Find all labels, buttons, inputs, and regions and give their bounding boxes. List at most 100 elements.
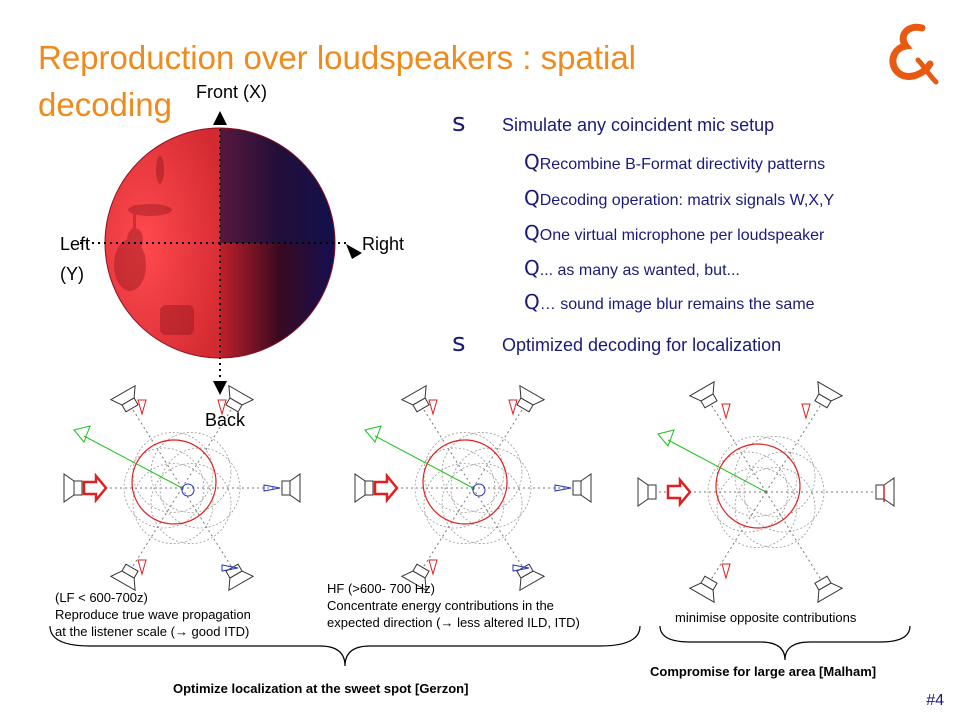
malham-note: minimise opposite contributions [675, 610, 857, 625]
directivity-lobe [123, 447, 205, 529]
energy-circle [131, 439, 217, 525]
loudspeaker-icon [688, 575, 718, 604]
signal-arrow [508, 399, 518, 416]
lf-note-line-3: at the listener scale (→ good ITD) [55, 624, 250, 639]
sub-bullet-virtual-mic: QOne virtual microphone per loudspeaker [524, 221, 824, 245]
malham-caption: Compromise for large area [Malham] [650, 664, 877, 679]
directivity-lobe [441, 432, 523, 513]
direction-vector [83, 435, 183, 489]
loudspeaker-icon [516, 384, 546, 413]
lf-decoder-diagram [63, 384, 301, 592]
speaker-spoke [765, 404, 822, 493]
vector-arrowhead [657, 429, 675, 447]
left-axis-sublabel: (Y) [60, 264, 84, 284]
directivity-lobe [150, 432, 232, 513]
signal-arrow [721, 563, 731, 580]
directivity-lobe [450, 447, 532, 529]
loudspeaker-icon [400, 563, 430, 592]
speaker-spoke [710, 491, 767, 580]
signal-arrow [137, 399, 147, 416]
loudspeaker-icon [572, 473, 592, 503]
directivity-lobe [159, 447, 241, 529]
opposite-signal-arrow [263, 484, 281, 492]
opposite-lobe [181, 483, 195, 497]
sub-bullet-recombine: QRecombine B-Format directivity patterns [524, 150, 825, 174]
hf-note-line-3: expected direction (→ less altered ILD, … [327, 615, 580, 630]
directivity-lobe [716, 436, 798, 517]
left-axis-label: Left [60, 234, 91, 254]
sub-bullet-text: ... as many as wanted, but... [539, 262, 740, 279]
directivity-lobe [414, 447, 496, 529]
energy-circle [422, 439, 508, 525]
bullet-text: Optimized decoding for localization [502, 335, 782, 355]
page-number: #4 [926, 692, 944, 709]
energy-circle [715, 443, 801, 529]
directivity-lobe [716, 467, 798, 548]
lf-note-line-2: Reproduce true wave propagation [55, 607, 251, 622]
loudspeaker-icon [814, 380, 844, 409]
opposite-signal-arrow [221, 564, 239, 572]
speaker-spoke [181, 487, 233, 568]
bullet-optimized: s Optimized decoding for localization [452, 328, 781, 358]
directivity-lobe [423, 463, 505, 544]
main-signal-arrow [82, 472, 108, 504]
bullet-simulate: s Simulate any coincident mic setup [452, 108, 774, 138]
loudspeaker-icon [688, 380, 718, 409]
bullet-text: Simulate any coincident mic setup [502, 115, 775, 135]
loudspeaker-icon [875, 477, 895, 507]
sub-bullet-as-many: Q... as many as wanted, but... [524, 256, 740, 280]
sub-bullet-text: Decoding operation: matrix signals W,X,Y [539, 192, 835, 209]
speaker-spoke [472, 487, 524, 568]
sub-bullet-marker: Q [524, 186, 540, 210]
malham-decoder-diagram [637, 380, 895, 604]
loudspeaker-icon [354, 473, 374, 503]
speaker-spoke [422, 487, 474, 568]
sub-bullet-marker: Q [524, 256, 540, 280]
hf-decoder-diagram [354, 384, 592, 592]
page-title: Reproduction over loudspeakers : spatial… [38, 39, 637, 123]
sub-bullet-text: Recombine B-Format directivity patterns [539, 156, 826, 173]
loudspeaker-icon [109, 563, 139, 592]
direction-vector [667, 439, 767, 493]
front-axis-label: Front (X) [196, 82, 268, 102]
sub-bullet-marker: Q [524, 150, 540, 174]
signal-arrow [428, 559, 438, 576]
sub-bullet-blur: Q… sound image blur remains the same [524, 290, 815, 314]
hf-note-line-2: Concentrate energy contributions in the [327, 598, 554, 613]
speaker-spoke [472, 408, 524, 489]
signal-arrow [137, 559, 147, 576]
main-signal-arrow [666, 476, 692, 508]
directivity-lobe [743, 451, 825, 533]
opposite-signal-arrow [554, 484, 572, 492]
main-signal-arrow [373, 472, 399, 504]
directivity-lobe [132, 432, 214, 513]
loudspeaker-icon [637, 477, 657, 507]
loudspeaker-icon [109, 384, 139, 413]
sound-field-diagram [80, 111, 362, 395]
directivity-lobe [423, 432, 505, 513]
signal-arrow [721, 403, 731, 420]
signal-arrow [217, 399, 227, 416]
loudspeaker-icon [281, 473, 301, 503]
sub-bullet-marker: Q [524, 290, 540, 314]
opposite-signal-arrow [512, 564, 530, 572]
sub-bullet-marker: Q [524, 221, 540, 245]
vector-arrowhead [364, 425, 382, 443]
opposite-lobe [472, 483, 486, 497]
vector-arrowhead [73, 425, 91, 443]
loudspeaker-icon [225, 384, 255, 413]
speaker-spoke [131, 487, 183, 568]
bullet-marker: s [452, 328, 466, 358]
hf-note-line-1: HF (>600- 700 Hz) [327, 581, 436, 596]
company-logo [889, 23, 939, 85]
speaker-spoke [181, 408, 233, 489]
lf-note-line-1: (LF < 600-700z) [55, 590, 148, 605]
right-axis-label: Right [362, 234, 405, 254]
sub-bullet-text: One virtual microphone per loudspeaker [539, 227, 825, 244]
signal-arrow [801, 403, 811, 420]
directivity-lobe [734, 436, 816, 517]
loudspeaker-icon [814, 575, 844, 604]
speaker-spoke [765, 491, 822, 580]
bullet-marker: s [452, 108, 466, 138]
speaker-spoke [131, 408, 183, 489]
